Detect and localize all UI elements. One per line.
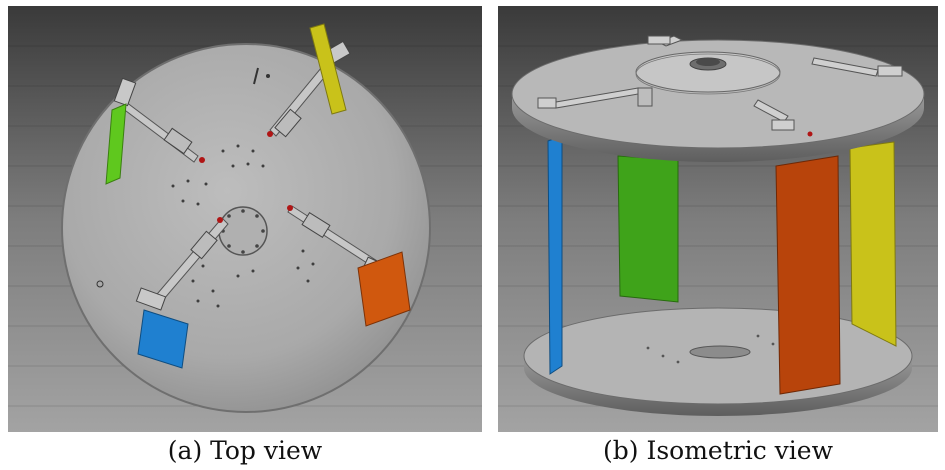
top-disc [511, 39, 925, 162]
top-arms [537, 35, 903, 131]
iso-yellow-blade [849, 141, 897, 347]
green-blade-assembly [105, 77, 205, 185]
iso-orange-blade [775, 155, 841, 395]
hub [218, 206, 268, 256]
iso-green-blade [617, 155, 679, 303]
blue-blade [137, 309, 189, 369]
yellow-blade [309, 23, 347, 115]
iso-blue-blade [547, 135, 563, 375]
green-blade [105, 103, 127, 185]
caption-top-view: (a) Top view [167, 436, 323, 465]
hub-bolts [221, 209, 265, 254]
isometric-view-render [498, 6, 938, 432]
hole-pattern [171, 144, 315, 308]
top-view-panel [8, 6, 482, 432]
caption-isometric-view: (b) Isometric view [603, 436, 833, 465]
isometric-view-panel [498, 6, 938, 432]
orange-blade-assembly [287, 205, 411, 327]
top-view-render [8, 6, 482, 432]
yellow-blade-assembly [267, 23, 351, 138]
orange-blade [357, 251, 411, 327]
blue-blade-assembly [135, 217, 229, 369]
